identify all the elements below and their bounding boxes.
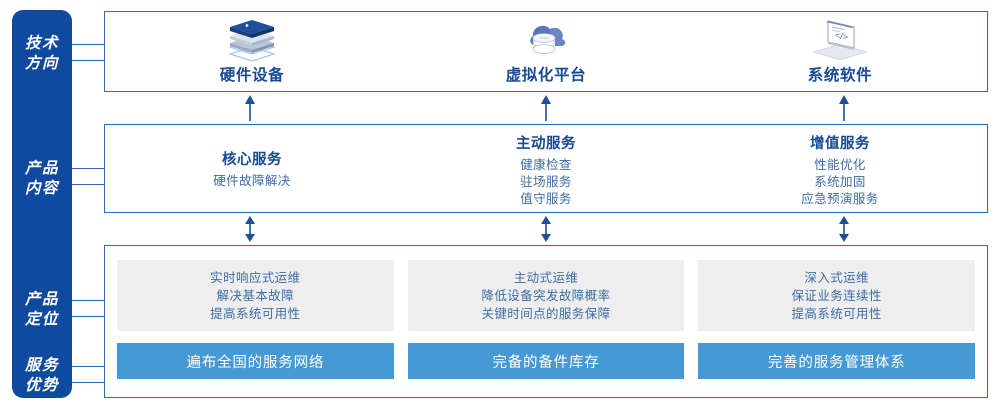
- tech-label-hardware: 硬件设备: [219, 67, 285, 84]
- content-title-proactive-service: 主动服务: [516, 136, 576, 152]
- arrow-up-system-software: [839, 95, 849, 121]
- sidebar-item-product-position[interactable]: 产品 定位: [12, 290, 72, 330]
- arrow-double-value-added-service: [839, 216, 849, 242]
- position-line: 主动式运维: [513, 270, 579, 285]
- position-line: 保证业务连续性: [791, 288, 882, 303]
- connector-content-top: [72, 168, 105, 169]
- connector-position-top: [72, 300, 105, 301]
- position-line: 提高系统可用性: [791, 306, 882, 321]
- connector-tech-bottom: [72, 60, 105, 61]
- advantage-bar-spare-parts[interactable]: 完备的备件库存: [407, 343, 685, 379]
- sidebar-item-tech-direction[interactable]: 技术 方向: [12, 34, 72, 74]
- server-stack-icon: [222, 16, 282, 62]
- content-column-proactive-service[interactable]: 主动服务 健康检查 驻场服务 值守服务: [399, 125, 693, 212]
- content-column-core-service[interactable]: 核心服务 硬件故障解决: [105, 125, 399, 212]
- position-line: 关键时间点的服务保障: [481, 306, 611, 321]
- connector-advantage-bottom: [72, 382, 105, 383]
- content-item: 应急预演服务: [801, 192, 879, 206]
- content-item: 硬件故障解决: [213, 173, 291, 188]
- category-sidebar: 技术 方向 产品 内容 产品 定位 服务 优势: [12, 10, 72, 398]
- advantage-row: 遍布全国的服务网络 完备的备件库存 完善的服务管理体系: [117, 343, 976, 379]
- content-title-value-added-service: 增值服务: [810, 136, 870, 152]
- cloud-database-icon: [516, 16, 576, 62]
- position-row: 实时响应式运维 解决基本故障 提高系统可用性 主动式运维 降低设备突发故障概率 …: [117, 260, 976, 331]
- arrow-up-hardware: [245, 95, 255, 121]
- arrow-double-core-service: [245, 216, 255, 242]
- position-box-indepth[interactable]: 深入式运维 保证业务连续性 提高系统可用性: [698, 260, 976, 331]
- product-position-advantage-panel: 实时响应式运维 解决基本故障 提高系统可用性 主动式运维 降低设备突发故障概率 …: [104, 245, 988, 398]
- sidebar-label-line2: 方向: [24, 55, 59, 72]
- sidebar-label-line1: 技术: [24, 35, 59, 52]
- tech-label-system-software: 系统软件: [807, 67, 873, 84]
- sidebar-label-line1: 产品: [24, 160, 59, 177]
- position-box-proactive[interactable]: 主动式运维 降低设备突发故障概率 关键时间点的服务保障: [407, 260, 685, 331]
- tech-column-system-software[interactable]: </> 系统软件: [693, 12, 987, 91]
- sidebar-item-service-advantage[interactable]: 服务 优势: [12, 356, 72, 396]
- position-line: 实时响应式运维: [210, 270, 301, 285]
- position-line: 深入式运维: [804, 270, 869, 285]
- content-title-core-service: 核心服务: [222, 151, 282, 168]
- advantage-bar-management-system[interactable]: 完善的服务管理体系: [698, 343, 976, 379]
- arrow-up-virtualization: [541, 95, 551, 121]
- connector-position-bottom: [72, 316, 105, 317]
- tech-column-hardware[interactable]: 硬件设备: [105, 12, 399, 91]
- tech-column-virtualization[interactable]: 虚拟化平台: [399, 12, 693, 91]
- content-column-value-added-service[interactable]: 增值服务 性能优化 系统加固 应急预演服务: [693, 125, 987, 212]
- sidebar-label-line2: 内容: [24, 180, 59, 197]
- sidebar-item-product-content[interactable]: 产品 内容: [12, 159, 72, 199]
- connector-tech-top: [72, 44, 105, 45]
- connector-advantage-top: [72, 366, 105, 367]
- content-item: 健康检查: [520, 158, 572, 172]
- sidebar-label-line2: 优势: [24, 377, 59, 394]
- tech-label-virtualization: 虚拟化平台: [505, 67, 587, 84]
- position-line: 降低设备突发故障概率: [481, 288, 611, 303]
- sidebar-label-line2: 定位: [24, 311, 59, 328]
- laptop-code-icon: </>: [808, 16, 872, 62]
- connector-content-bottom: [72, 184, 105, 185]
- position-line: 解决基本故障: [216, 288, 295, 303]
- tech-direction-panel: 硬件设备 虚拟: [104, 11, 988, 92]
- svg-text:</>: </>: [834, 30, 849, 42]
- sidebar-label-line1: 产品: [24, 291, 59, 308]
- position-box-realtime[interactable]: 实时响应式运维 解决基本故障 提高系统可用性: [117, 260, 394, 331]
- content-item: 系统加固: [814, 175, 866, 189]
- content-item: 性能优化: [814, 158, 866, 172]
- sidebar-label-line1: 服务: [24, 357, 59, 374]
- arrow-double-proactive-service: [541, 216, 551, 242]
- advantage-bar-service-network[interactable]: 遍布全国的服务网络: [117, 343, 394, 379]
- content-item: 驻场服务: [520, 175, 572, 189]
- content-item: 值守服务: [520, 192, 572, 206]
- product-content-panel: 核心服务 硬件故障解决 主动服务 健康检查 驻场服务 值守服务 增值服务 性能优…: [104, 124, 988, 213]
- position-line: 提高系统可用性: [210, 306, 301, 321]
